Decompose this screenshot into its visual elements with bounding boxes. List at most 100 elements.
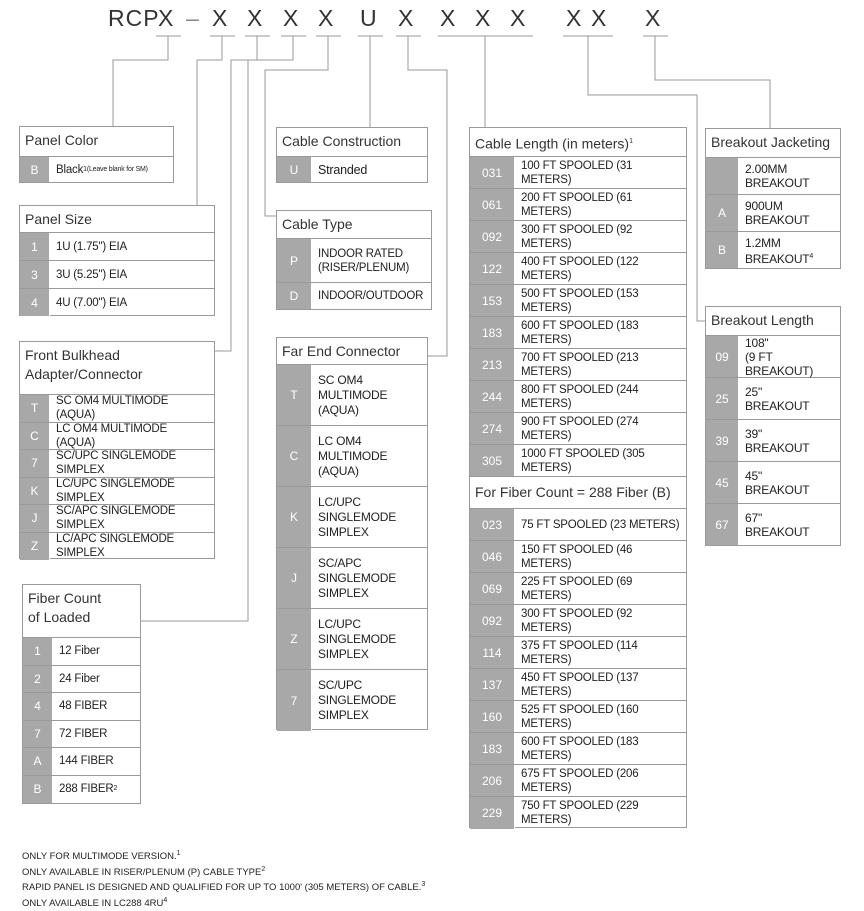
cable-type-row: D INDOOR/OUTDOOR xyxy=(277,283,431,309)
option-code: 160 xyxy=(470,701,515,732)
option-label: SC OM4 MULTIMODE (AQUA) xyxy=(318,372,388,417)
option-code: 206 xyxy=(470,765,515,796)
option-label: 400 FT SPOOLED (122 METERS) xyxy=(521,255,639,282)
option-code: 274 xyxy=(470,413,515,444)
option-label: 2.00MM BREAKOUT xyxy=(745,162,810,190)
option-label: SC/UPC SINGLEMODE SIMPLEX xyxy=(318,678,397,722)
option-label: 300 FT SPOOLED (92 METERS) xyxy=(521,607,633,634)
front-bulkhead-title: Front Bulkhead Adapter/Connector xyxy=(20,342,214,395)
fiber-count-title: Fiber Count of Loaded xyxy=(23,585,140,638)
option-label: 700 FT SPOOLED (213 METERS) xyxy=(521,351,639,378)
option-code: P xyxy=(277,239,312,282)
segment-far-end-connector: X xyxy=(398,5,415,31)
option-label: 45" BREAKOUT xyxy=(745,468,810,497)
option-label: 1000 FT SPOOLED (305 METERS) xyxy=(521,447,645,474)
leader-front-bulkhead xyxy=(214,36,258,352)
footnote: ONLY FOR MULTIMODE VERSION.1 xyxy=(22,850,181,863)
option-code: 023 xyxy=(470,509,515,540)
segment-cable-length-2: X xyxy=(475,5,492,31)
option-code: 046 xyxy=(470,541,515,572)
option-label: 72 FIBER xyxy=(59,727,108,740)
segment-cable-construction: U xyxy=(360,5,378,31)
option-code: 4 xyxy=(20,289,50,316)
option-label: LC/UPC SINGLEMODE SIMPLEX xyxy=(318,616,397,661)
option-label: 300 FT SPOOLED (92 METERS) xyxy=(521,223,633,250)
option-code: T xyxy=(20,395,50,422)
option-label: Stranded xyxy=(318,162,368,177)
option-code: 031 xyxy=(470,157,515,188)
option-code: J xyxy=(20,505,50,532)
option-code: D xyxy=(277,283,312,309)
option-code: 244 xyxy=(470,381,515,412)
option-label: 12 Fiber xyxy=(59,645,100,658)
option-label: SC/APC SINGLEMODE SIMPLEX xyxy=(318,555,397,600)
part-number-prefix: RCP xyxy=(108,5,160,31)
option-label: SC/UPC SINGLEMODE SIMPLEX xyxy=(56,450,176,477)
option-label: 67" BREAKOUT xyxy=(745,510,810,539)
option-label: 750 FT SPOOLED (229 METERS) xyxy=(521,800,639,826)
option-label: 375 FT SPOOLED (114 METERS) xyxy=(521,639,638,666)
option-label: 24 Fiber xyxy=(59,672,100,685)
option-code: 7 xyxy=(20,450,50,477)
footnotes: ONLY FOR MULTIMODE VERSION.1 ONLY AVAILA… xyxy=(22,848,425,911)
option-label: INDOOR RATED (RISER/PLENUM) xyxy=(318,247,410,274)
option-label: 25" BREAKOUT xyxy=(745,384,810,413)
option-label: 500 FT SPOOLED (153 METERS) xyxy=(521,287,639,314)
far-end-connector-title: Far End Connector xyxy=(277,338,427,365)
cable-construction-title: Cable Construction xyxy=(277,128,427,157)
option-label: INDOOR/OUTDOOR xyxy=(318,290,424,302)
option-code: 153 xyxy=(470,285,515,316)
option-code: 45 xyxy=(706,462,739,503)
option-label: SC OM4 MULTIMODE (AQUA) xyxy=(56,395,169,422)
option-code: 7 xyxy=(277,670,312,731)
option-label: 4U (7.00") EIA xyxy=(56,296,127,309)
segment-breakout-length-1: X xyxy=(566,5,583,31)
option-label: 3U (5.25") EIA xyxy=(56,268,127,281)
segment-front-bulkhead: X xyxy=(247,5,264,31)
breakout-jacketing-title: Breakout Jacketing xyxy=(706,129,840,158)
option-code: 1 xyxy=(20,233,50,260)
segment-cable-length-1: X xyxy=(440,5,457,31)
cable-type-title: Cable Type xyxy=(277,211,431,239)
segment-breakout-jacketing: X xyxy=(645,5,662,31)
option-label: 144 FIBER xyxy=(59,755,114,768)
panel-size-row: 1 1U (1.75") EIA xyxy=(20,233,214,261)
option-label: 108" (9 FT BREAKOUT) xyxy=(745,335,814,378)
option-label: 525 FT SPOOLED (160 METERS) xyxy=(521,703,639,730)
option-code: Z xyxy=(20,532,50,560)
segment-fiber-count: X xyxy=(283,5,300,31)
option-label: 1U (1.75") EIA xyxy=(56,240,127,253)
option-code: J xyxy=(277,548,312,608)
option-code: B xyxy=(20,157,50,182)
option-label: LC OM4 MULTIMODE (AQUA) xyxy=(318,433,388,478)
segment-cable-type: X xyxy=(318,5,335,31)
option-code: 122 xyxy=(470,253,515,284)
panel-color-title: Panel Color xyxy=(20,127,173,157)
cable-length-title: Cable Length (in meters)1 xyxy=(470,128,686,157)
breakout-jacketing-row: 2.00MM BREAKOUT xyxy=(706,158,840,195)
